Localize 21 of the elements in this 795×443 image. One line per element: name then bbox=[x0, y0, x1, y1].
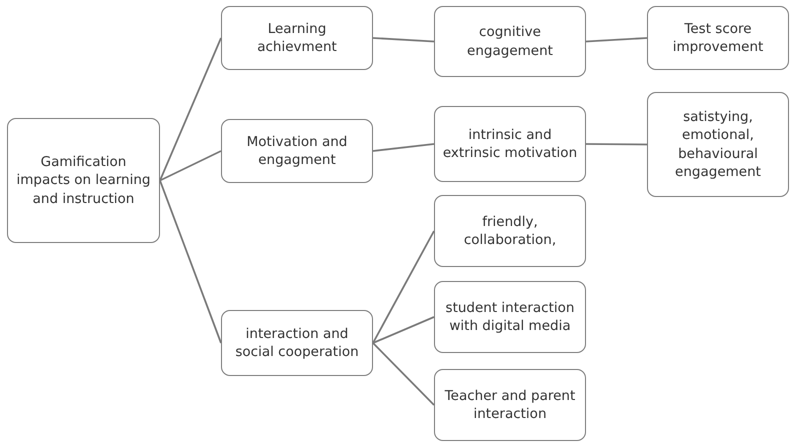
text-box: cognitive engagement bbox=[434, 6, 586, 77]
text-box: student interaction with digital media bbox=[434, 281, 586, 353]
connector-line bbox=[372, 316, 434, 344]
connector-line bbox=[159, 38, 222, 181]
text-box: Test score improvement bbox=[647, 6, 789, 70]
text-box: Motivation and engagment bbox=[221, 119, 373, 183]
connector-line bbox=[372, 230, 435, 344]
connector-line bbox=[372, 342, 435, 406]
text-box: Gamification impacts on learning and instruction bbox=[7, 118, 160, 243]
connector-line bbox=[586, 143, 647, 146]
text-box: Teacher and parent interaction bbox=[434, 369, 586, 441]
connector-line bbox=[160, 150, 222, 182]
text-box: Learning achievment bbox=[221, 6, 373, 70]
connector-line bbox=[372, 143, 434, 152]
connector-line bbox=[159, 180, 222, 344]
connector-line bbox=[586, 37, 648, 42]
text-box: interaction and social cooperation bbox=[221, 310, 373, 376]
text-box: intrinsic and extrinsic motivation bbox=[434, 106, 586, 182]
text-box: friendly, collaboration, bbox=[434, 195, 586, 267]
text-box: satistying, emotional, behavioural engagement bbox=[647, 92, 789, 197]
connector-line bbox=[372, 37, 434, 42]
